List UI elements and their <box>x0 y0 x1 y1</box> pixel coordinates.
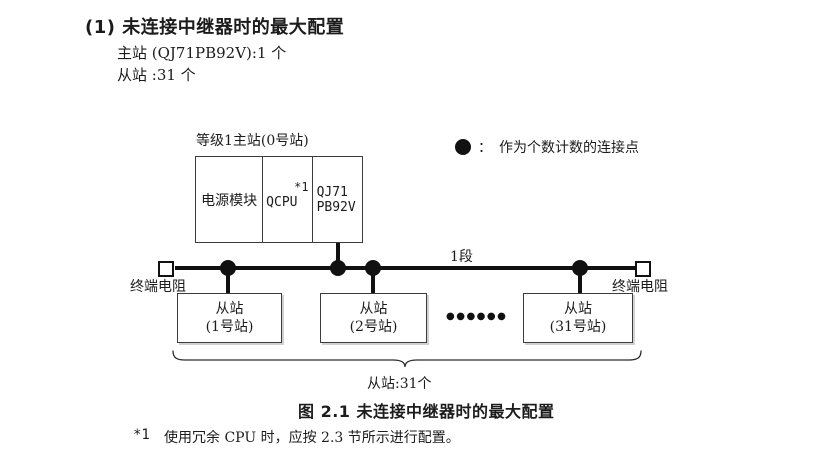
terminator-label-right: 终端电阻 <box>612 279 668 295</box>
slave-station-box-31: 从站 (31号站) <box>523 293 633 343</box>
slave2-drop-line <box>371 269 375 293</box>
terminator-square-left <box>158 261 174 277</box>
connection-point-dot <box>365 260 381 276</box>
slave-station-box-1: 从站 (1号站) <box>177 293 282 343</box>
figure-caption: 图 2.1 未连接中继器时的最大配置 <box>298 402 555 421</box>
qcpu-footnote-ref: *1 <box>294 180 309 194</box>
brace <box>172 350 642 368</box>
terminator-label-left: 终端电阻 <box>130 279 186 295</box>
bus-line <box>175 266 635 270</box>
master-drop-line <box>336 243 340 269</box>
segment-label: 1段 <box>450 249 473 265</box>
slave-station-number: (31号站) <box>549 319 607 335</box>
slave1-drop-line <box>226 269 230 293</box>
qj71-label-line2: PB92V <box>316 199 356 215</box>
slave-station-number: (1号站) <box>205 319 254 335</box>
master-station-label: 等级1主站(0号站) <box>196 133 309 149</box>
power-module-label: 电源模块 <box>201 192 258 209</box>
qj71-label-line1: QJ71 <box>316 184 348 200</box>
connection-point-dot <box>572 260 588 276</box>
slave-station-box-2: 从站 (2号站) <box>320 293 427 343</box>
legend-label: 作为个数计数的连接点 <box>499 140 639 156</box>
footnote-marker: *1 <box>133 427 150 443</box>
legend: ： 作为个数计数的连接点 <box>455 137 639 157</box>
slave31-drop-line <box>578 269 582 293</box>
slave-count-line: 从站 :31 个 <box>117 66 196 84</box>
connection-point-dot <box>220 260 236 276</box>
slave-name: 从站 <box>215 301 244 317</box>
power-module-cell: 电源模块 <box>196 157 264 242</box>
qcpu-label: QCPU <box>266 195 298 210</box>
qcpu-cell: *1 QCPU <box>263 157 313 242</box>
legend-separator: ： <box>478 140 492 156</box>
qj71pb92v-cell: QJ71 PB92V <box>313 157 362 242</box>
page-heading: (1) 未连接中继器时的最大配置 <box>85 17 345 38</box>
slave-name: 从站 <box>359 301 388 317</box>
connection-point-icon <box>455 139 471 155</box>
terminator-square-right <box>635 261 651 277</box>
master-count-line: 主站 (QJ71PB92V):1 个 <box>117 44 287 62</box>
brace-label: 从站:31个 <box>367 376 432 392</box>
ellipsis-dots: ●●●●●● <box>446 311 508 322</box>
master-station-box: 电源模块 *1 QCPU QJ71 PB92V <box>195 156 363 243</box>
footnote-text: 使用冗余 CPU 时，应按 2.3 节所示进行配置。 <box>164 430 460 446</box>
slave-station-number: (2号站) <box>349 319 398 335</box>
slave-name: 从站 <box>564 301 592 317</box>
